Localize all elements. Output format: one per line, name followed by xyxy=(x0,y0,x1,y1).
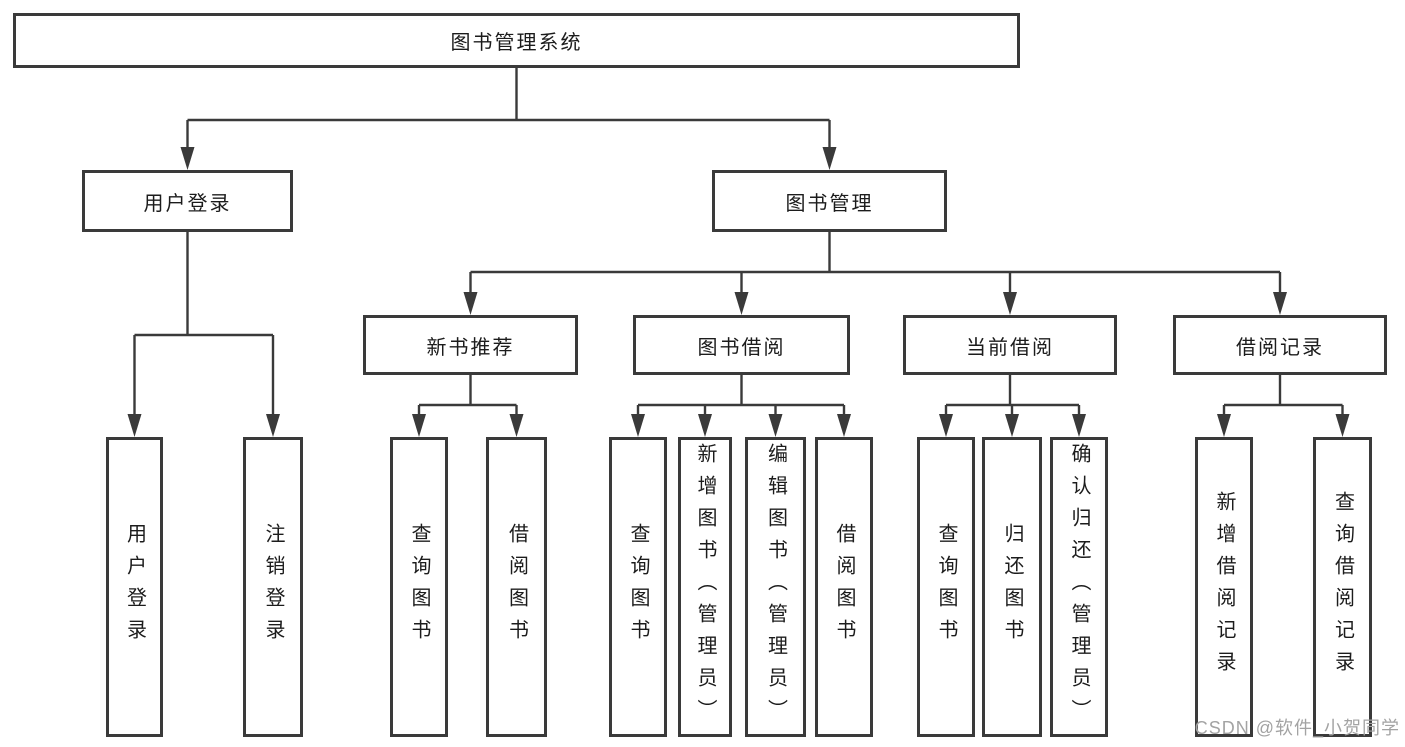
arrowhead-icon xyxy=(768,414,783,437)
leaf-borrow-add-admin: 新增图书（管理员） xyxy=(678,437,732,737)
arrowhead-icon xyxy=(822,147,837,170)
leaf-borrow-borrow: 借阅图书 xyxy=(815,437,873,737)
leaf-borrow-edit-admin: 编辑图书（管理员） xyxy=(745,437,806,737)
arrowhead-icon xyxy=(631,414,645,437)
leaf-logout: 注销登录 xyxy=(243,437,303,737)
leaf-current-query: 查询图书 xyxy=(917,437,975,737)
arrowhead-icon xyxy=(698,414,712,437)
node-book-borrow: 图书借阅 xyxy=(633,315,850,375)
leaf-newbook-borrow: 借阅图书 xyxy=(486,437,547,737)
arrowhead-icon xyxy=(1273,292,1287,315)
node-borrow-records: 借阅记录 xyxy=(1173,315,1387,375)
node-new-book-recommend: 新书推荐 xyxy=(363,315,578,375)
node-user-login: 用户登录 xyxy=(82,170,293,232)
arrowhead-icon xyxy=(1003,292,1017,315)
arrowhead-icon xyxy=(412,414,426,437)
leaf-current-confirm-admin: 确认归还（管理员） xyxy=(1050,437,1108,737)
leaf-records-add: 新增借阅记录 xyxy=(1195,437,1253,737)
node-root: 图书管理系统 xyxy=(13,13,1020,68)
arrowhead-icon xyxy=(127,414,142,437)
node-book-management: 图书管理 xyxy=(712,170,947,232)
arrowhead-icon xyxy=(1217,414,1231,437)
arrowhead-icon xyxy=(509,414,524,437)
arrowhead-icon xyxy=(1005,414,1019,437)
arrowhead-icon xyxy=(463,292,478,315)
arrowhead-icon xyxy=(837,414,851,437)
arrowhead-icon xyxy=(266,414,280,437)
csdn-watermark: CSDN @软件_小贺同学 xyxy=(1194,718,1400,738)
leaf-records-query: 查询借阅记录 xyxy=(1313,437,1372,737)
arrowhead-icon xyxy=(180,147,195,170)
arrowhead-icon xyxy=(1072,414,1086,437)
leaf-user-login: 用户登录 xyxy=(106,437,163,737)
leaf-borrow-query: 查询图书 xyxy=(609,437,667,737)
node-current-borrow: 当前借阅 xyxy=(903,315,1117,375)
arrowhead-icon xyxy=(734,292,749,315)
leaf-current-return: 归还图书 xyxy=(982,437,1042,737)
arrowhead-icon xyxy=(1335,414,1350,437)
arrowhead-icon xyxy=(939,414,953,437)
leaf-newbook-query: 查询图书 xyxy=(390,437,448,737)
